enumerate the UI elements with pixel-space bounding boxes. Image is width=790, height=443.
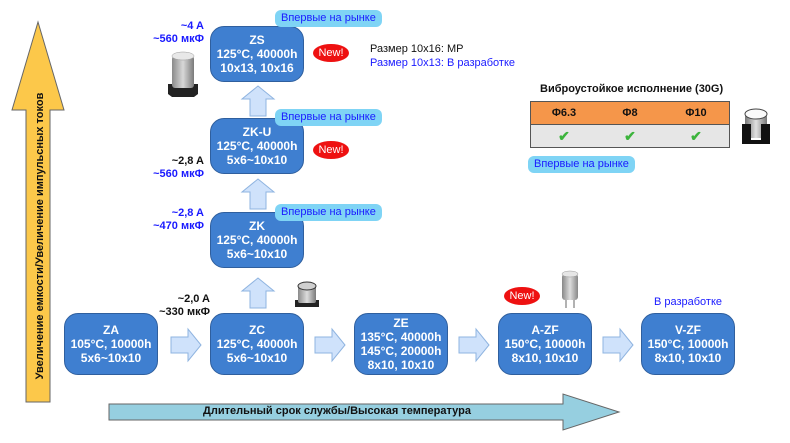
- new-badge: New!: [504, 287, 540, 305]
- series-box-zs: ZS 125°C, 40000h 10x13, 10x16: [210, 26, 304, 82]
- first-on-market-badge: Впервые на рынке: [275, 109, 382, 126]
- size-phi-10: Φ10: [663, 101, 730, 125]
- series-name: ZK-U: [242, 125, 272, 139]
- size-phi-6-3: Φ6.3: [530, 101, 597, 125]
- series-size: 10x13, 10x16: [220, 61, 294, 75]
- series-name: A-ZF: [531, 323, 559, 337]
- capacitance-rating: ~560 мкФ: [153, 168, 204, 180]
- check-icon: ✔: [530, 124, 597, 148]
- series-name: ZA: [103, 323, 119, 337]
- current-rating: ~2,0 A: [177, 293, 210, 305]
- new-badge: New!: [313, 141, 349, 159]
- zs-rating: ~4 A ~560 мкФ: [120, 20, 204, 46]
- flow-arrow-right: [314, 327, 346, 363]
- vertical-axis-label: Увеличение емкости/Увеличение импульсных…: [34, 92, 46, 380]
- check-icon: ✔: [597, 124, 663, 148]
- capacitance-rating: ~560 мкФ: [153, 33, 204, 45]
- series-name: ZK: [249, 219, 265, 233]
- series-spec: 105°C, 10000h: [70, 337, 152, 351]
- series-spec: 150°C, 10000h: [504, 337, 586, 351]
- series-box-zk: ZK 125°C, 40000h 5x6~10x10: [210, 212, 304, 268]
- current-rating: ~4 A: [180, 20, 204, 32]
- current-rating: ~2,8 A: [171, 207, 204, 219]
- series-box-a-zf: A-ZF 150°C, 10000h 8x10, 10x10: [498, 313, 592, 375]
- series-spec: 125°C, 40000h: [216, 47, 298, 61]
- series-name: ZC: [249, 323, 265, 337]
- flow-arrow-up: [240, 178, 276, 210]
- capacitor-image-zc: [295, 281, 319, 307]
- horizontal-axis-arrow: [108, 393, 621, 431]
- capacitor-image-vibration: [742, 108, 770, 144]
- zs-note-10x16: Размер 10x16: MP: [370, 43, 464, 55]
- series-name: V-ZF: [675, 323, 701, 337]
- flow-arrow-right: [458, 327, 490, 363]
- current-rating: ~2,8 A: [171, 155, 204, 167]
- series-size: 5x6~10x10: [226, 351, 288, 365]
- series-size: 5x6~10x10: [226, 247, 288, 261]
- in-development-label: В разработке: [653, 296, 723, 308]
- series-spec: 135°C, 40000h: [360, 330, 442, 344]
- series-box-ze: ZE 135°C, 40000h 145°C, 20000h 8x10, 10x…: [354, 313, 448, 375]
- new-badge: New!: [313, 44, 349, 62]
- flow-arrow-right: [602, 327, 634, 363]
- series-box-za: ZA 105°C, 10000h 5x6~10x10: [64, 313, 158, 375]
- series-size: 5x6~10x10: [80, 351, 142, 365]
- series-spec-2: 145°C, 20000h: [360, 344, 442, 358]
- series-size: 8x10, 10x10: [511, 351, 579, 365]
- series-name: ZS: [249, 33, 265, 47]
- zc-rating: ~2,0 A ~330 мкФ: [120, 293, 210, 319]
- series-box-zk-u: ZK-U 125°C, 40000h 5x6~10x10: [210, 118, 304, 174]
- flow-arrow-up: [240, 277, 276, 309]
- flow-arrow-right: [170, 327, 202, 363]
- series-spec: 125°C, 40000h: [216, 337, 298, 351]
- zk-rating: ~2,8 A ~470 мкФ: [120, 207, 204, 233]
- zk-u-rating: ~2,8 A ~560 мкФ: [120, 155, 204, 181]
- capacitance-rating: ~470 мкФ: [153, 220, 204, 232]
- capacitor-image-zs: [168, 51, 198, 97]
- vibration-title: Виброустойкое исполнение (30G): [540, 83, 724, 95]
- first-on-market-badge: Впервые на рынке: [275, 204, 382, 221]
- first-on-market-badge: Впервые на рынке: [275, 10, 382, 27]
- zs-note-10x13: Размер 10x13: В разработке: [370, 57, 515, 69]
- series-name: ZE: [393, 316, 409, 330]
- flow-arrow-up: [240, 85, 276, 117]
- capacitance-rating: ~330 мкФ: [159, 306, 210, 318]
- series-size: 5x6~10x10: [226, 153, 288, 167]
- vertical-axis-arrow: [11, 20, 65, 403]
- vibration-table: Φ6.3 Φ8 Φ10 ✔ ✔ ✔: [530, 101, 730, 148]
- size-phi-8: Φ8: [597, 101, 663, 125]
- series-size: 8x10, 10x10: [654, 351, 722, 365]
- horizontal-axis-label: Длительный срок службы/Высокая температу…: [203, 405, 471, 417]
- first-on-market-badge: Впервые на рынке: [528, 156, 635, 173]
- series-box-v-zf: V-ZF 150°C, 10000h 8x10, 10x10: [641, 313, 735, 375]
- series-spec: 125°C, 40000h: [216, 233, 298, 247]
- series-spec: 125°C, 40000h: [216, 139, 298, 153]
- check-icon: ✔: [663, 124, 730, 148]
- series-spec: 150°C, 10000h: [647, 337, 729, 351]
- capacitor-image-a-zf: [561, 270, 579, 308]
- series-size: 8x10, 10x10: [367, 358, 435, 372]
- series-box-zc: ZC 125°C, 40000h 5x6~10x10: [210, 313, 304, 375]
